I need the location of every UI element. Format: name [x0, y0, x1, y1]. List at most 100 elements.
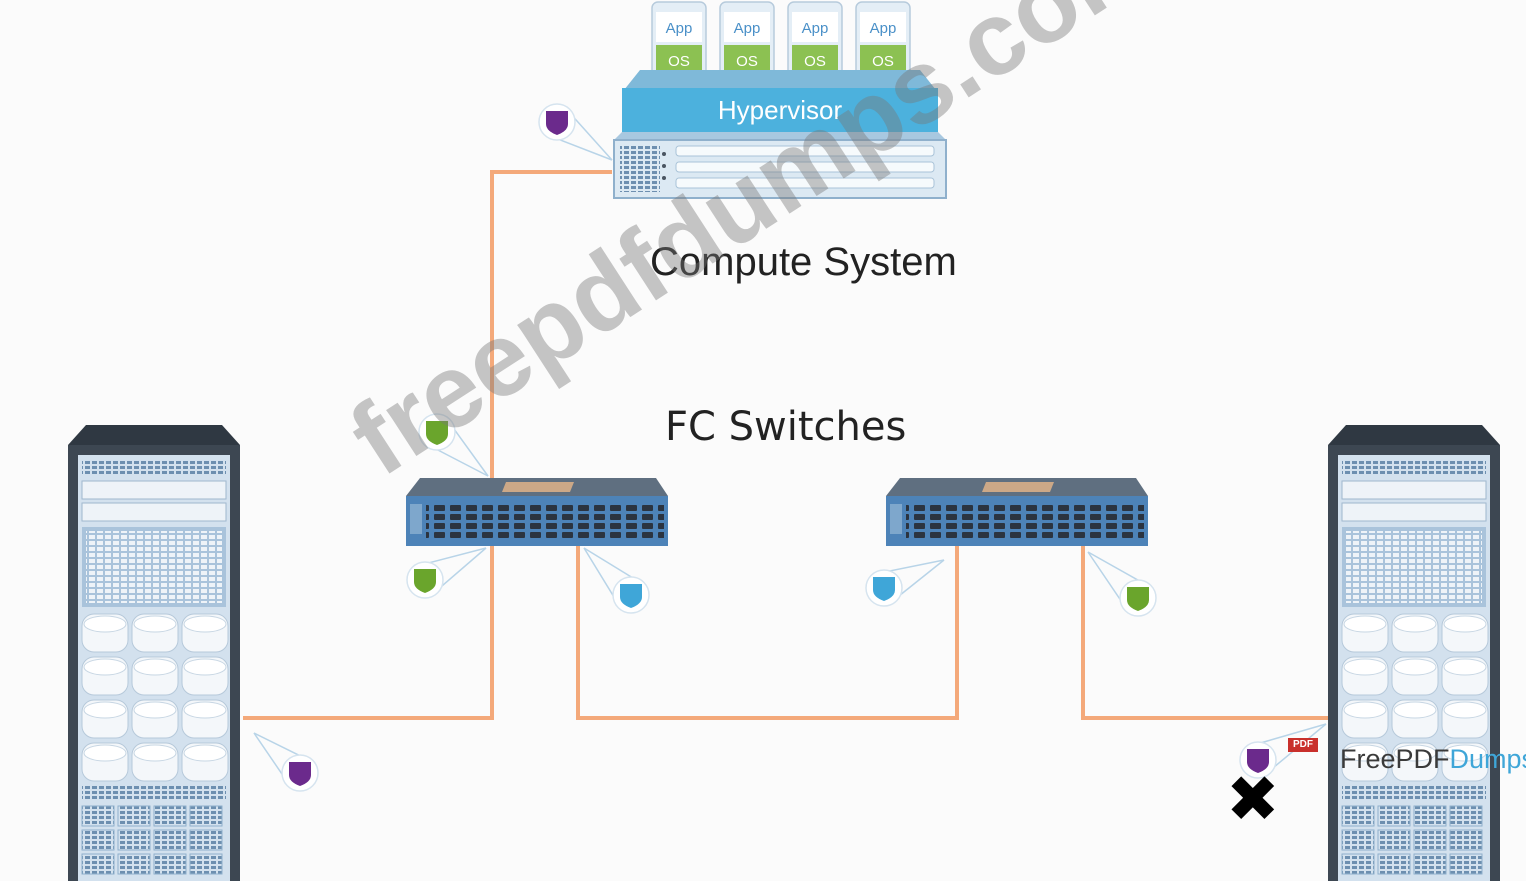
- disk-top: [133, 658, 177, 676]
- disk-top: [1443, 701, 1487, 719]
- rack-vent-top: [82, 460, 226, 474]
- rack-io-module: [1413, 853, 1447, 875]
- rack-io-module: [117, 829, 151, 851]
- rack-io-module: [189, 805, 223, 827]
- disk-top: [83, 744, 127, 762]
- rack-io-module: [153, 829, 187, 851]
- disk-top: [133, 744, 177, 762]
- rack-vent-mid: [1342, 786, 1486, 800]
- rack-io-module: [117, 805, 151, 827]
- rack-vent-mid: [82, 786, 226, 800]
- brand-logo: FreePDFDumps: [1340, 744, 1526, 775]
- path-marker-storage-a: [253, 732, 319, 792]
- disk-top: [183, 744, 227, 762]
- vm-app-label: App: [870, 20, 897, 37]
- vm-tray: [624, 70, 936, 90]
- path-marker-storage-b: [1239, 723, 1327, 779]
- path-marker-host: [538, 103, 613, 161]
- storage-array-a: [68, 425, 240, 881]
- vm-os-label: OS: [872, 53, 894, 70]
- rack-io-module: [1341, 805, 1375, 827]
- rack-io-module: [81, 805, 115, 827]
- disk-top: [1393, 615, 1437, 633]
- disk-top: [1393, 658, 1437, 676]
- pdf-icon: PDF: [1288, 738, 1318, 752]
- fc-links: [243, 170, 1330, 720]
- rack-io-module: [1449, 829, 1483, 851]
- disk-top: [183, 701, 227, 719]
- path-marker-switch-a-top: [418, 413, 489, 477]
- disk-top: [1443, 744, 1487, 762]
- rack-io-module: [189, 829, 223, 851]
- rack-controller-1: [81, 480, 227, 500]
- disk-top: [1343, 744, 1387, 762]
- server-drive-bays: [675, 145, 935, 189]
- storage-array-b: [1328, 425, 1500, 881]
- disk-top: [1343, 701, 1387, 719]
- path-marker-switch-b-left: [865, 559, 945, 607]
- compute-system-label: Compute System: [650, 240, 957, 284]
- rack-io-module: [81, 853, 115, 875]
- disk-top: [83, 658, 127, 676]
- disk-top: [133, 701, 177, 719]
- rack-controller-1: [1341, 480, 1487, 500]
- link-host-to-switch-a: [490, 170, 612, 478]
- disk-top: [1443, 615, 1487, 633]
- vm-os-label: OS: [736, 53, 758, 70]
- rack-io-module: [117, 853, 151, 875]
- disk-top: [83, 701, 127, 719]
- rack-panel-grille: [86, 531, 222, 603]
- hypervisor-label: Hypervisor: [718, 95, 843, 125]
- rack-io-module: [1341, 829, 1375, 851]
- rack-io-module: [1413, 829, 1447, 851]
- rack-controller-2: [1341, 502, 1487, 522]
- rack-io-module: [189, 853, 223, 875]
- rack-top: [68, 425, 240, 445]
- brand-part1: FreePDF: [1340, 744, 1450, 774]
- vm-os-label: OS: [668, 53, 690, 70]
- link-storage-a-to-switch-a: [243, 540, 494, 720]
- vm-app-label: App: [802, 20, 829, 37]
- disk-top: [183, 615, 227, 633]
- path-marker-switch-b-right: [1087, 551, 1157, 617]
- disk-top: [83, 615, 127, 633]
- rack-io-module: [1377, 829, 1411, 851]
- rack-io-module: [1377, 853, 1411, 875]
- brand-part2: Dumps: [1449, 744, 1526, 774]
- fc-switches-label: FC Switches: [665, 404, 907, 450]
- rack-io-module: [1449, 805, 1483, 827]
- failure-x-icon: ✖: [1226, 763, 1280, 837]
- fc-switch-b: [886, 478, 1148, 546]
- switch-a-top-logo: [502, 482, 574, 492]
- server-top: [614, 132, 946, 140]
- disk-top: [1343, 615, 1387, 633]
- disk-top: [1393, 744, 1437, 762]
- path-marker-switch-a-right: [583, 547, 650, 614]
- rack-top: [1328, 425, 1500, 445]
- disk-top: [1443, 658, 1487, 676]
- rack-io-module: [81, 829, 115, 851]
- rack-io-module: [153, 853, 187, 875]
- disk-top: [1393, 701, 1437, 719]
- vm-app-label: App: [666, 20, 693, 37]
- link-switch-a-to-storage-b: [576, 540, 959, 720]
- rack-io-module: [1449, 853, 1483, 875]
- link-switch-b-to-storage-b: [1081, 540, 1330, 720]
- rack-vent-top: [1342, 460, 1486, 474]
- rack-panel-grille: [1346, 531, 1482, 603]
- vm-app-label: App: [734, 20, 761, 37]
- disk-top: [1343, 658, 1387, 676]
- switch-b-top-logo: [982, 482, 1054, 492]
- disk-top: [133, 615, 177, 633]
- fc-switch-a: [406, 478, 668, 546]
- rack-io-module: [1413, 805, 1447, 827]
- server-vents: [620, 144, 660, 192]
- rack-io-module: [1377, 805, 1411, 827]
- disk-top: [183, 658, 227, 676]
- path-marker-switch-a-left: [406, 547, 487, 599]
- rack-io-module: [1341, 853, 1375, 875]
